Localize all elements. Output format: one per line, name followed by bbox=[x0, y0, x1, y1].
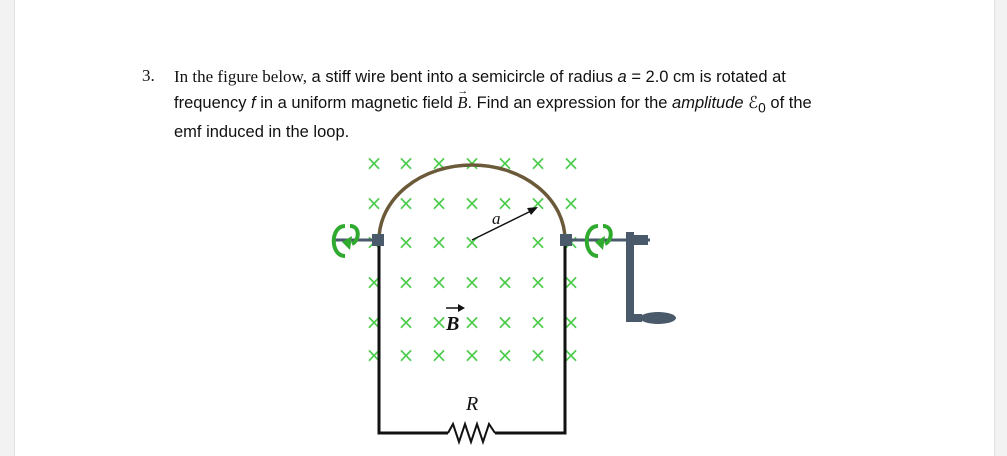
field-marker: × bbox=[431, 270, 448, 294]
crank-arm bbox=[626, 232, 634, 322]
wire-left-leg bbox=[377, 240, 448, 435]
field-marker: × bbox=[464, 230, 481, 254]
field-marker: × bbox=[398, 191, 415, 215]
field-vector-symbol: B bbox=[457, 79, 468, 115]
field-marker: × bbox=[563, 191, 580, 215]
pivot-left bbox=[372, 234, 384, 246]
field-marker: × bbox=[431, 191, 448, 215]
field-marker: × bbox=[464, 191, 481, 215]
field-marker: × bbox=[530, 230, 547, 254]
resistor-label: R bbox=[465, 393, 478, 415]
pivot-right bbox=[560, 234, 572, 246]
question-line-1: In the figure below, a stiff wire bent i… bbox=[174, 67, 786, 86]
field-marker: × bbox=[398, 151, 415, 175]
field-marker: × bbox=[530, 343, 547, 367]
field-marker: × bbox=[464, 151, 481, 175]
field-marker: × bbox=[563, 270, 580, 294]
field-marker: × bbox=[464, 270, 481, 294]
resistor bbox=[447, 420, 496, 446]
question-line-2: frequency f in a uniform magnetic field … bbox=[174, 79, 894, 120]
field-marker: × bbox=[563, 343, 580, 367]
field-marker: × bbox=[497, 310, 514, 334]
question-number: 3. bbox=[142, 66, 155, 85]
question-line-3: emf induced in the loop. bbox=[174, 123, 350, 142]
rotation-arrow-right-icon bbox=[584, 224, 613, 258]
field-marker: × bbox=[431, 310, 448, 334]
wire-right-leg bbox=[495, 240, 567, 435]
field-marker: × bbox=[530, 310, 547, 334]
field-markers: ××××××××××××××××××××××××××××××××××××××××… bbox=[366, 151, 580, 367]
radius-arrow bbox=[471, 209, 534, 241]
field-marker: × bbox=[464, 310, 481, 334]
field-marker: × bbox=[431, 230, 448, 254]
semicircle-wire bbox=[377, 163, 567, 241]
field-marker: × bbox=[497, 191, 514, 215]
question-text: In the figure below, a stiff wire bent i… bbox=[174, 64, 894, 145]
crank-hub bbox=[632, 235, 648, 245]
field-marker: × bbox=[398, 230, 415, 254]
field-marker: × bbox=[464, 343, 481, 367]
rotation-arrow-left-icon bbox=[331, 224, 360, 258]
field-marker: × bbox=[530, 151, 547, 175]
crank-handle bbox=[640, 312, 676, 324]
field-marker: × bbox=[497, 270, 514, 294]
field-label: B bbox=[445, 313, 459, 335]
field-marker: × bbox=[398, 270, 415, 294]
field-marker: × bbox=[530, 270, 547, 294]
field-marker: × bbox=[366, 191, 383, 215]
page bbox=[14, 0, 995, 456]
field-marker: × bbox=[431, 343, 448, 367]
field-marker: × bbox=[398, 310, 415, 334]
field-marker: × bbox=[563, 151, 580, 175]
radius-label: a bbox=[492, 209, 501, 228]
field-marker: × bbox=[366, 151, 383, 175]
field-marker: × bbox=[398, 343, 415, 367]
field-marker: × bbox=[497, 343, 514, 367]
field-marker: × bbox=[563, 310, 580, 334]
